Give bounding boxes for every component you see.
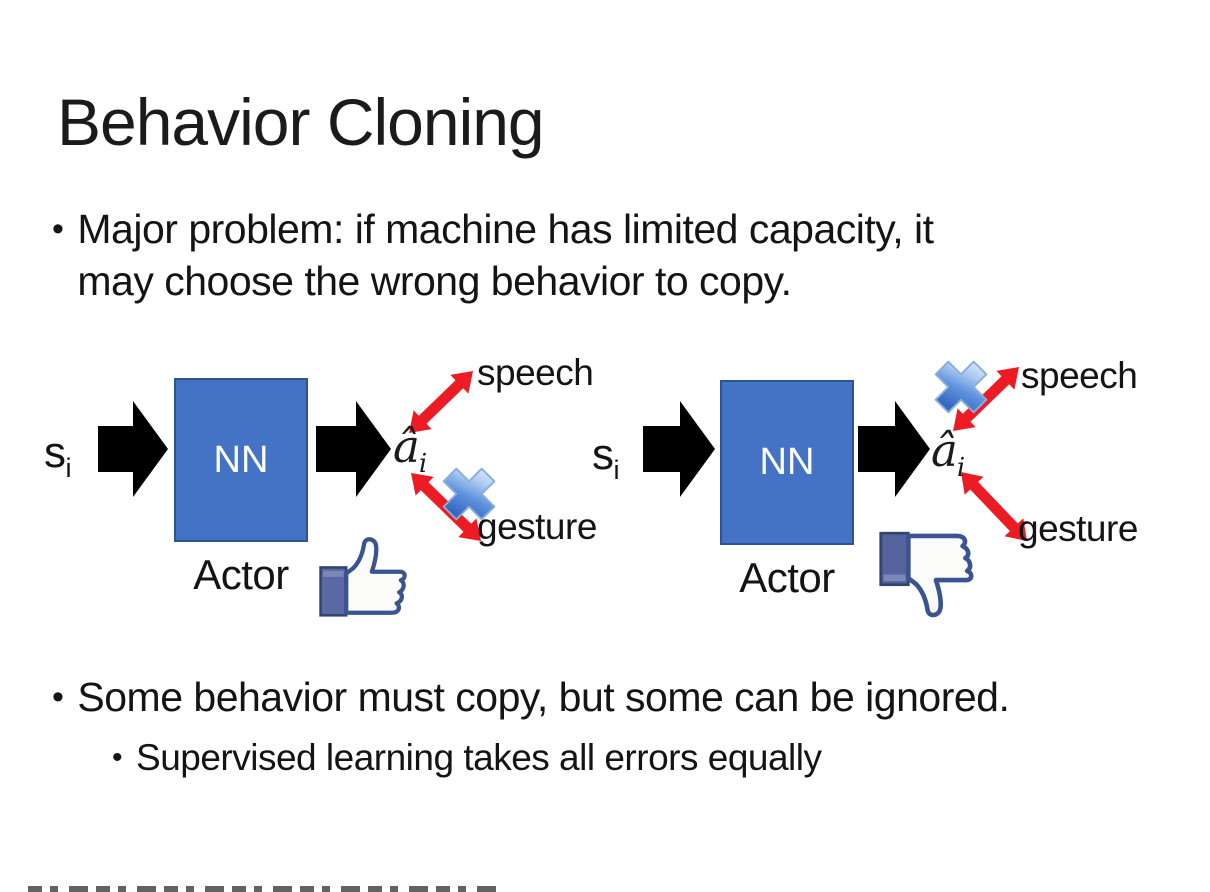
output-arrow-right-icon xyxy=(858,401,930,497)
input-subscript: i xyxy=(613,453,620,485)
input-arrow-left-icon xyxy=(98,401,168,497)
gesture-label-left: gesture xyxy=(477,506,597,547)
bullet-major-problem: • Major problem: if machine has limited … xyxy=(52,203,934,307)
bullet-major-problem-text: Major problem: if machine has limited ca… xyxy=(77,203,934,307)
bullet-dot: • xyxy=(52,678,64,716)
gesture-label-right: gesture xyxy=(1018,508,1138,549)
cross-x-icon-right xyxy=(934,360,988,414)
nn-box-right: NN xyxy=(720,380,854,545)
nn-box-left: NN xyxy=(174,378,308,542)
actor-label-left: Actor xyxy=(193,551,289,598)
clipped-text-artifact xyxy=(28,886,498,892)
output-subscript: i xyxy=(418,449,427,479)
bullet-major-problem-line2: may choose the wrong behavior to copy. xyxy=(77,258,792,304)
input-symbol: s xyxy=(592,430,614,479)
bullet-dot: • xyxy=(52,210,64,248)
input-arrow-right-icon xyxy=(643,401,715,497)
bullet-some-behavior: • Some behavior must copy, but some can … xyxy=(52,672,1010,722)
thumbs-down-icon xyxy=(879,531,974,618)
nn-label-right: NN xyxy=(759,441,815,483)
page-title: Behavior Cloning xyxy=(57,85,545,160)
actor-label-right: Actor xyxy=(739,554,835,601)
output-symbol: â xyxy=(931,424,958,477)
bullet-supervised-learning: • Supervised learning takes all errors e… xyxy=(112,735,822,781)
speech-label-right: speech xyxy=(1021,355,1138,396)
output-label-right: âi xyxy=(931,424,965,481)
bullet-supervised-learning-text: Supervised learning takes all errors equ… xyxy=(136,737,822,778)
output-arrow-left-icon xyxy=(316,401,391,497)
speech-label-left: speech xyxy=(477,352,594,393)
cross-x-icon-left xyxy=(442,467,496,521)
output-label-left: âi xyxy=(393,420,427,477)
input-symbol: s xyxy=(44,428,66,477)
input-label-right: si xyxy=(592,430,620,483)
bullet-dot: • xyxy=(112,741,123,774)
input-subscript: i xyxy=(65,451,72,483)
bullet-major-problem-line1: Major problem: if machine has limited ca… xyxy=(77,206,934,252)
nn-label-left: NN xyxy=(213,438,269,481)
bullet-some-behavior-text: Some behavior must copy, but some can be… xyxy=(77,674,1010,720)
input-label-left: si xyxy=(44,428,72,481)
thumbs-up-icon xyxy=(319,537,407,617)
output-symbol: â xyxy=(393,420,420,473)
output-subscript: i xyxy=(956,453,965,483)
